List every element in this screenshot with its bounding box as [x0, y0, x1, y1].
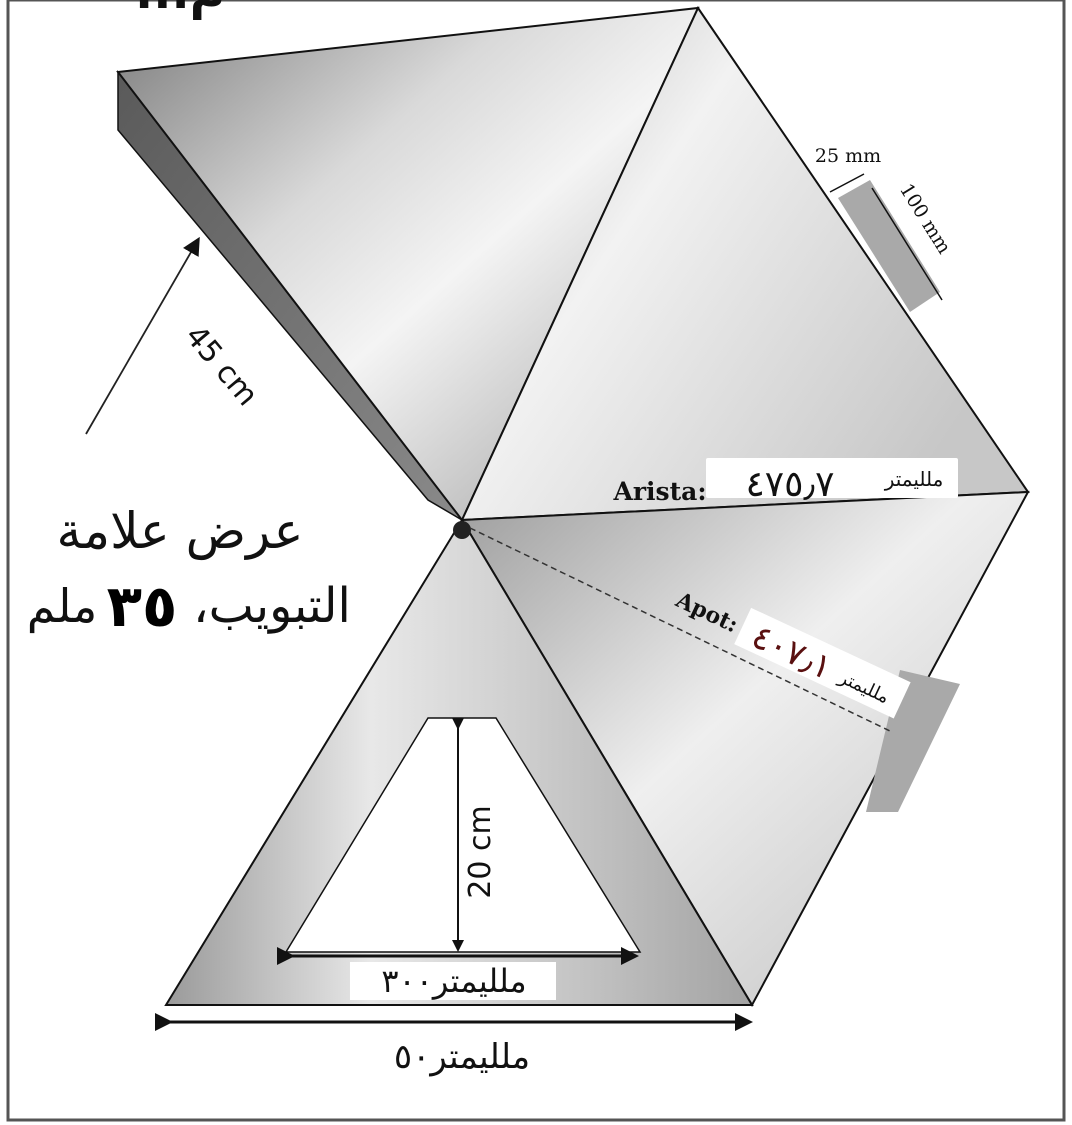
- outer-base-label: ملليمتر٥٠: [394, 1037, 530, 1077]
- arista-value: ٤٧٥٫٧: [745, 464, 834, 505]
- tab-width-value: ٣٥: [107, 572, 178, 640]
- small-tab-upper: [838, 180, 940, 312]
- arista-label-bg: [706, 458, 958, 498]
- inner-base-label-bg: [350, 962, 556, 1000]
- tab-width-unit: ملم: [27, 579, 97, 633]
- apothem-line: [469, 527, 893, 733]
- small-width-dim: [829, 173, 865, 193]
- inner-height-label: 20 cm: [463, 805, 498, 898]
- small-tab-lower: [866, 670, 960, 812]
- arista-label: Arista:: [612, 477, 706, 506]
- tab-length-arrow: [85, 236, 200, 435]
- arista-unit: ملليمتر: [884, 467, 944, 491]
- apex: [453, 521, 471, 539]
- small-width-label: 25 mm: [815, 145, 881, 167]
- small-length-dim: [871, 187, 943, 301]
- inner-base-label: ملليمتر٣٠٠: [381, 962, 526, 1000]
- tab-width-text-2: التبويب،: [193, 578, 351, 634]
- apot-label-bg: [734, 607, 911, 719]
- tab-width-text: عرض علامة: [56, 502, 303, 560]
- top-cut-text: ...م: [135, 0, 225, 20]
